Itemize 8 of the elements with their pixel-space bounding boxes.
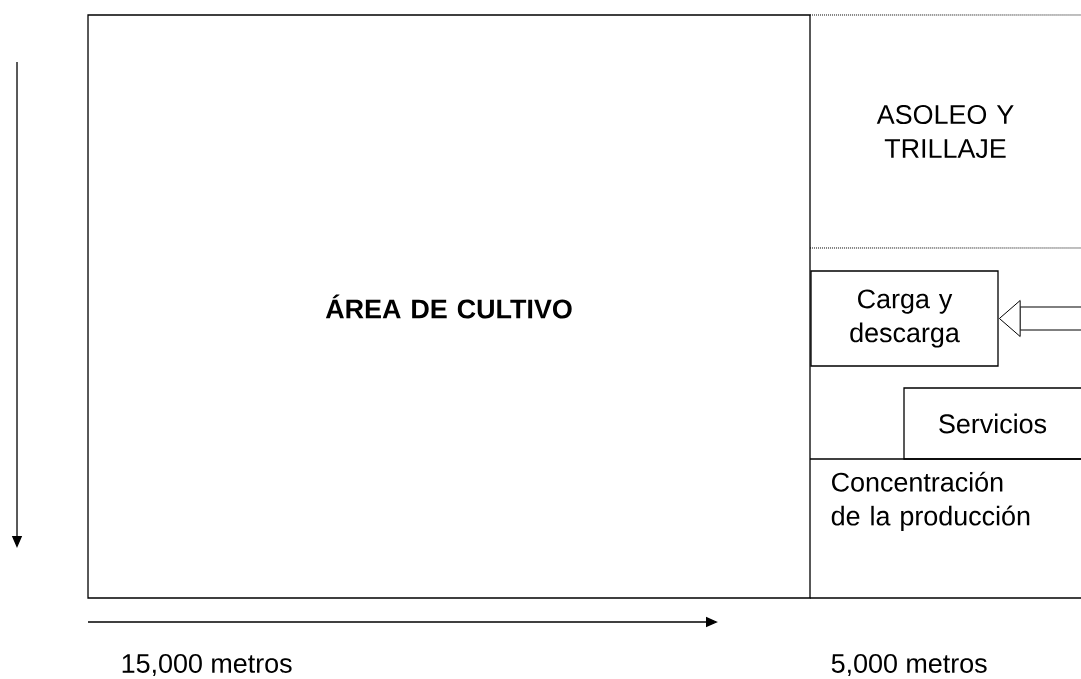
zone-area: ASOLEO Y TRILLAJE — [809, 14, 1081, 249]
block-arrow — [998, 300, 1081, 337]
dimension-label: 5,000 metros — [831, 653, 987, 677]
dimension-label: 15,000 metros — [122, 653, 292, 677]
field-area: ÁREA DE CULTIVO — [87, 14, 811, 599]
process-box: Servicios — [903, 387, 1081, 460]
zone-area: Concentración de la producción — [809, 458, 1081, 599]
process-box: Carga y descarga — [810, 270, 999, 367]
